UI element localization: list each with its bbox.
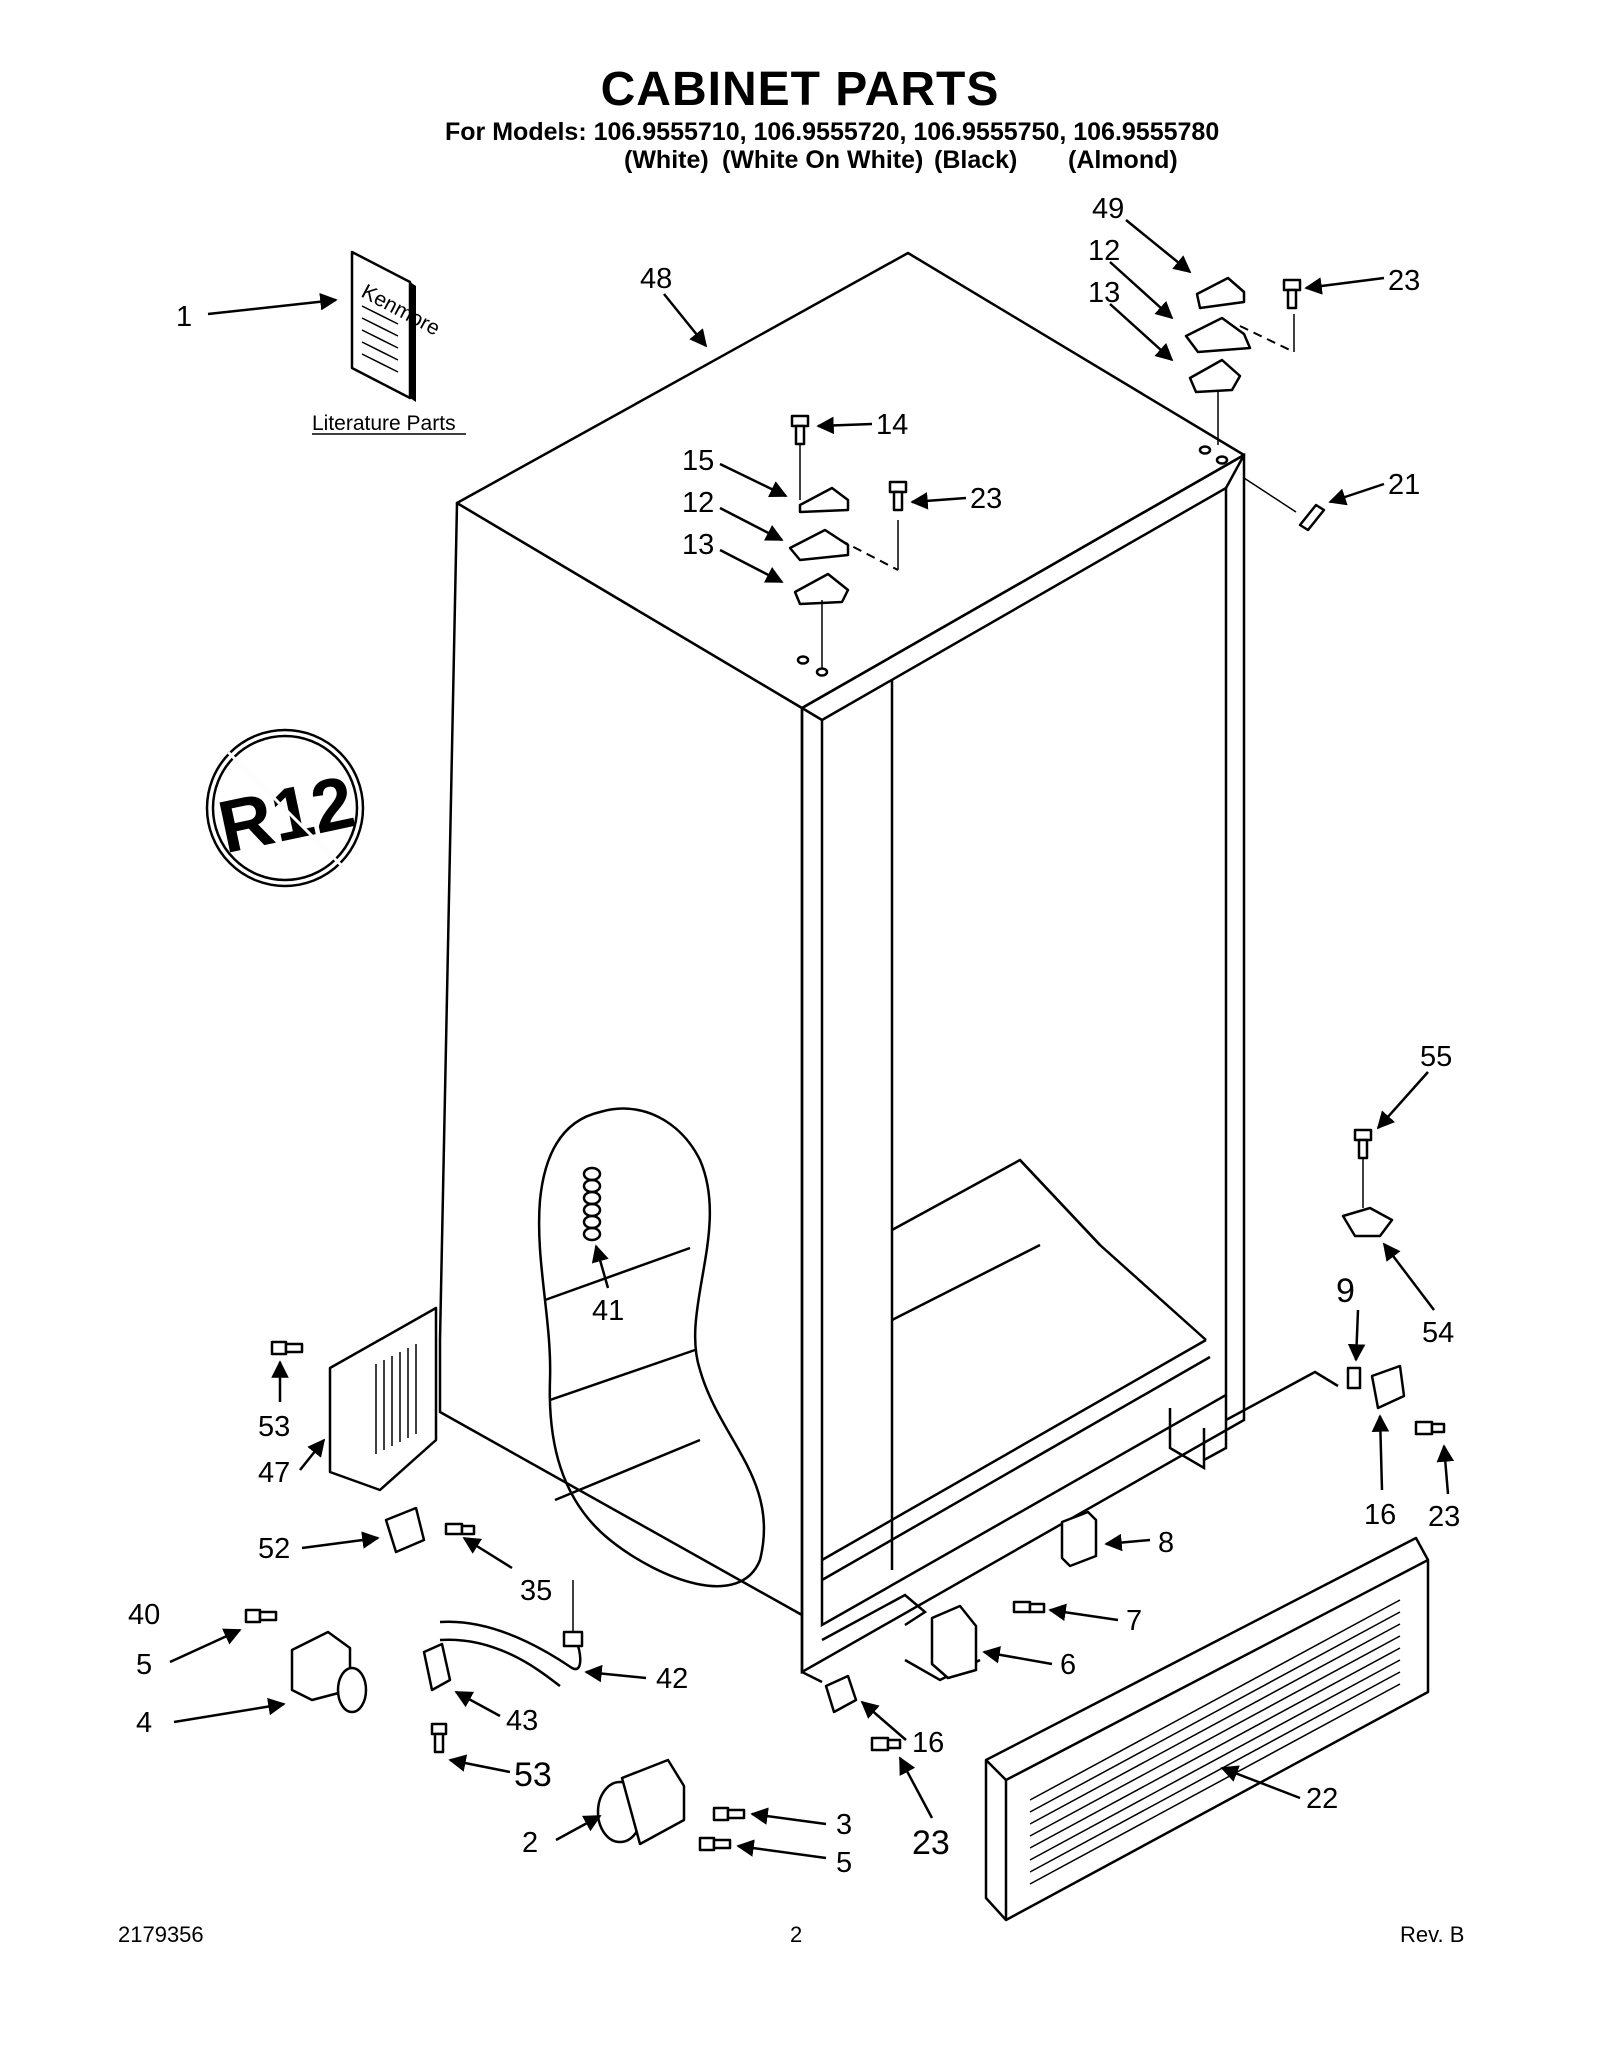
callout-8: 8: [1158, 1527, 1174, 1559]
leader-lines: [169, 219, 1455, 1860]
callout-16-center: 16: [912, 1727, 944, 1759]
part-9: [1346, 1366, 1362, 1390]
callout-5-left: 5: [136, 1649, 152, 1681]
callout-2: 2: [522, 1827, 538, 1859]
r12-text: R12: [211, 760, 361, 869]
screw-53-lower: [430, 1722, 448, 1754]
callout-9: 9: [1336, 1272, 1355, 1310]
callout-23-bottom: 23: [912, 1824, 950, 1862]
back-panel-47: [328, 1306, 438, 1492]
callout-16-right: 16: [1364, 1499, 1396, 1531]
screw-55: [1353, 1128, 1373, 1208]
callout-42: 42: [656, 1663, 688, 1695]
callout-21: 21: [1388, 469, 1420, 501]
revision: Rev. B: [1400, 1922, 1465, 1947]
callout-3: 3: [836, 1809, 852, 1841]
cabinet-48: [438, 251, 1339, 1684]
color-white: (White): [624, 146, 709, 174]
screw-7: [1012, 1600, 1046, 1614]
screw-53-upper: [270, 1340, 304, 1356]
callout-23-center: 23: [970, 483, 1002, 515]
callout-23-right: 23: [1388, 265, 1420, 297]
callout-13-center: 13: [682, 529, 714, 561]
bracket-6: [930, 1604, 978, 1680]
color-white-on-white: (White On White): [722, 146, 924, 174]
callout-48: 48: [640, 263, 672, 295]
doc-number: 2179356: [118, 1922, 204, 1947]
color-black: (Black): [934, 146, 1018, 174]
callout-54: 54: [1422, 1317, 1454, 1349]
roller-2: [596, 1758, 686, 1846]
grille-22: [984, 1536, 1430, 1922]
upper-hinge-center: [788, 440, 899, 668]
screw-23-lower-right: [1414, 1420, 1446, 1436]
callout-12-center: 12: [682, 487, 714, 519]
roller-4: [290, 1630, 368, 1714]
literature-parts-label: Literature Parts: [312, 412, 456, 435]
callout-1: 1: [176, 301, 192, 333]
callout-55: 55: [1420, 1041, 1452, 1073]
models-line: For Models: 106.9555710, 106.9555720, 10…: [445, 118, 1220, 146]
screw-23-center-bottom: [870, 1736, 902, 1752]
callout-5-bottom: 5: [836, 1847, 852, 1879]
part-8: [1060, 1510, 1098, 1568]
no-r12-symbol: R12: [205, 728, 365, 888]
callout-6: 6: [1060, 1649, 1076, 1681]
callout-4: 4: [136, 1707, 152, 1739]
callout-53-upper: 53: [258, 1411, 290, 1443]
screw-5-left: [244, 1608, 278, 1624]
page-number: 2: [790, 1922, 803, 1947]
bracket-16-center: [824, 1674, 858, 1714]
screw-23-center: [888, 480, 908, 512]
callout-15: 15: [682, 445, 714, 477]
callout-7: 7: [1126, 1605, 1142, 1637]
callout-40: 40: [128, 1599, 160, 1631]
callout-52: 52: [258, 1533, 290, 1565]
bracket-52: [384, 1506, 426, 1554]
callout-13-right: 13: [1088, 277, 1120, 309]
screw-35: [444, 1522, 476, 1536]
callout-14: 14: [876, 409, 908, 441]
clip-43: [422, 1642, 452, 1692]
screw-14: [790, 414, 810, 446]
callout-12-right: 12: [1088, 235, 1120, 267]
callout-23-lower-right: 23: [1428, 1501, 1460, 1533]
callout-53-lower: 53: [514, 1756, 552, 1794]
part-21: [1243, 477, 1326, 532]
callout-22: 22: [1306, 1783, 1338, 1815]
literature-booklet: Kenmore: [350, 250, 444, 402]
drain-tube-42: [439, 1580, 584, 1688]
page-title: CABINET PARTS: [600, 63, 1000, 116]
callout-43: 43: [506, 1705, 538, 1737]
part-54: [1341, 1206, 1394, 1238]
color-almond: (Almond): [1068, 146, 1178, 174]
screw-5-bottom: [698, 1836, 732, 1852]
callout-49: 49: [1092, 193, 1124, 225]
upper-hinge-right: [1184, 276, 1295, 445]
bracket-16-right: [1370, 1364, 1406, 1410]
callout-47: 47: [258, 1457, 290, 1489]
screw-3: [712, 1806, 746, 1822]
callout-35: 35: [520, 1575, 552, 1607]
callout-41: 41: [592, 1295, 624, 1327]
screw-23-right: [1282, 278, 1302, 310]
